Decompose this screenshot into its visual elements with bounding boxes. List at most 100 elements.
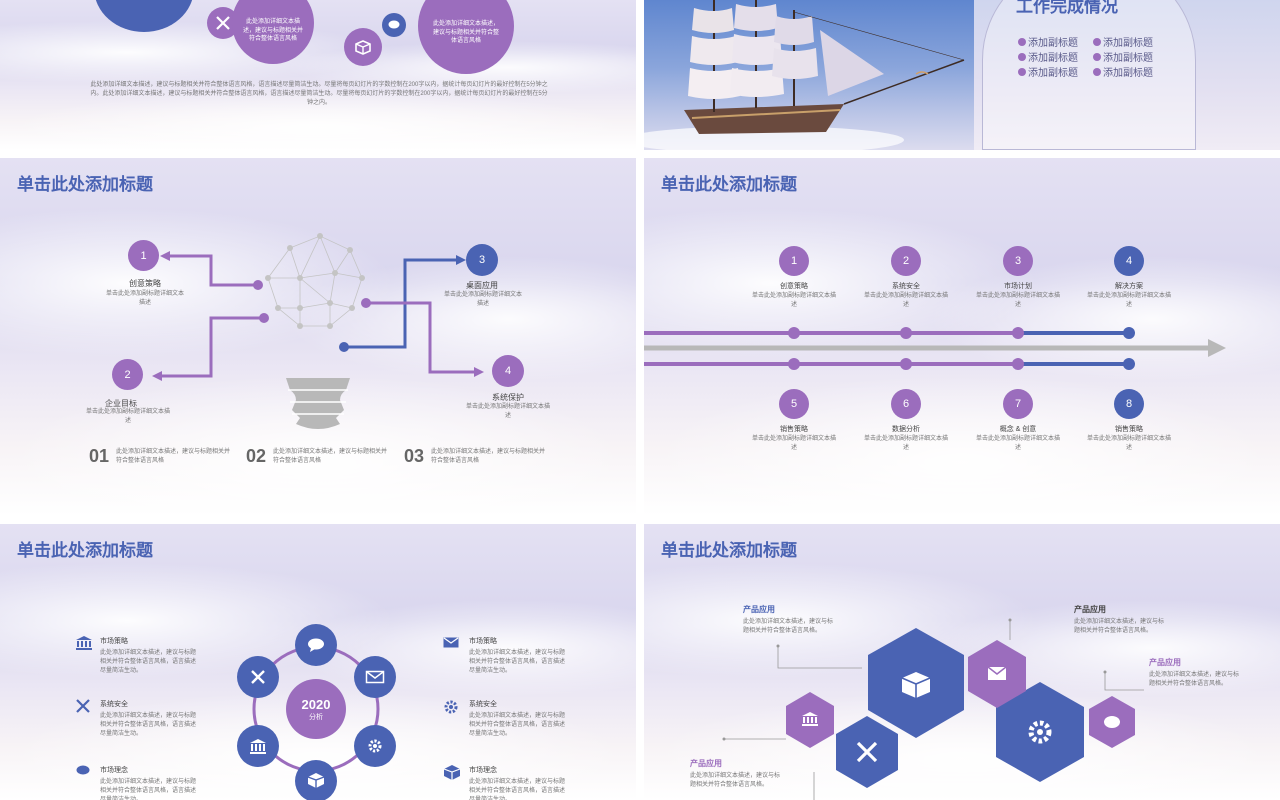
footer-item-1: 01 此处添加详细文本描述，建议与标题相关并符合整体语言风格 [89,446,239,467]
node-1-desc: 单击此处添加副标题详细文本描述 [105,291,184,306]
bank-icon [76,636,92,650]
callout-label: 产品应用 [690,759,722,768]
step-2: 2 [891,246,921,276]
arrow-icon [1093,38,1101,46]
subtitle-item-2: 添加副标题 [1093,34,1153,49]
slide-thumbnail-4[interactable]: 单击此处添加标题 1 创意策略 单击此处添加副标题详细文本描述 2 系统安全 单… [644,158,1280,516]
bank-icon [802,712,818,726]
node-4: 4 [492,355,524,387]
box-icon-node [295,760,337,800]
left-item-text: 此处添加详细文本描述，建议与标题相关并符合整体语言风格，语言描述尽量简洁生动。 [100,779,197,800]
box-icon-bubble [344,28,382,66]
slide-title: 单击此处添加标题 [661,541,797,560]
step-5-label: 销售策略 [780,426,808,433]
info-bubble-left: 此处添加详细文本描述，建议与标题相关并符合整体语言风格 [232,0,314,64]
slide1-paragraph: 此处添加详细文本描述，建议与标题相关并符合整体语言风格，语言描述尽量简洁生动。尽… [90,82,548,106]
center-sub: 分析 [309,713,323,721]
subtitle-item-5: 添加副标题 [1018,64,1078,79]
callout-label: 产品应用 [1074,605,1106,614]
box-icon [443,765,461,780]
callout-text: 此处添加详细文本描述，建议与标题相关并符合整体语言风格。 [1149,672,1240,687]
step-1-label: 创意策略 [780,283,808,290]
node-4-desc: 单击此处添加副标题详细文本描述 [466,404,551,419]
step-4: 4 [1114,246,1144,276]
left-item-label: 系统安全 [100,701,128,708]
chat-icon-bubble [382,13,406,37]
footer-text: 此处添加详细文本描述，建议与标题相关并符合整体语言风格 [116,448,231,464]
step-8-label: 销售策略 [1115,426,1143,433]
tools-icon-node [237,656,279,698]
tools-icon [251,670,265,684]
mail-icon [987,666,1007,680]
node-2: 2 [112,359,143,390]
timeline [644,327,1226,370]
right-item-label: 市场理念 [469,767,497,774]
footer-item-2: 02 此处添加详细文本描述，建议与标题相关并符合整体语言风格 [246,446,396,467]
slide-thumbnail-5[interactable]: 单击此处添加标题 2020 分析 市场策略 此处添加详 [0,524,636,800]
bank-icon [250,739,266,754]
node-1-label: 创意策略 [129,279,161,288]
bank-icon-node [237,725,279,767]
step-5-desc: 单击此处添加副标题详细文本描述 [752,436,837,451]
node-3-label: 桌面应用 [466,281,498,290]
chat-icon [1104,716,1120,728]
step-1-desc: 单击此处添加副标题详细文本描述 [752,293,837,308]
gear-icon [444,700,458,714]
subtitle-item-6: 添加副标题 [1093,64,1153,79]
step-6: 6 [891,389,921,419]
gear-icon [1028,720,1052,744]
step-4-label: 解决方案 [1115,283,1143,290]
callout-label: 产品应用 [743,605,775,614]
node-3-desc: 单击此处添加副标题详细文本描述 [443,292,522,307]
lightbulb-network-icon [265,233,365,429]
left-item-label: 市场理念 [100,767,128,774]
tools-icon [76,699,90,713]
left-item-text: 此处添加详细文本描述，建议与标题相关并符合整体语言风格，语言描述尽量简洁生动。 [100,713,197,737]
mail-icon-node [354,656,396,698]
footer-num: 01 [89,446,110,466]
step-8: 8 [1114,389,1144,419]
chat-icon [76,765,90,775]
gear-icon-node [354,725,396,767]
arrow-icon [1018,53,1026,61]
subtitle-item-4: 添加副标题 [1093,49,1153,64]
step-7-label: 概念 & 创意 [999,426,1037,433]
slide-thumbnail-2[interactable]: 工作完成情况 添加副标题 添加副标题 添加副标题 添加副标题 添加副标题 添加副… [644,0,1280,150]
step-4-desc: 单击此处添加副标题详细文本描述 [1087,293,1172,308]
step-6-label: 数据分析 [892,426,920,433]
mail-icon [443,637,459,648]
footer-text: 此处添加详细文本描述，建议与标题相关并符合整体语言风格 [431,448,546,464]
slide-thumbnail-6[interactable]: 单击此处添加标题 [644,524,1280,800]
sailing-ship-image [644,0,974,150]
info-bubble-right: 此处添加详细文本描述，建议与标题相关并符合整体语言风格 [418,0,514,74]
chat-icon-node [295,624,337,666]
step-3-desc: 单击此处添加副标题详细文本描述 [976,293,1061,308]
step-8-desc: 单击此处添加副标题详细文本描述 [1087,436,1172,451]
right-item-text: 此处添加详细文本描述，建议与标题相关并符合整体语言风格，语言描述尽量简洁生动。 [469,779,566,800]
left-item-text: 此处添加详细文本描述，建议与标题相关并符合整体语言风格，语言描述尽量简洁生动。 [100,650,197,674]
slide-thumbnail-3[interactable]: 单击此处添加标题 [0,158,636,516]
subtitle-item-3: 添加副标题 [1018,49,1078,64]
slide-thumbnail-1[interactable]: 此处添加详细文本描述，建议与标题相关并符合整体语言风格 此处添加详细文本描述，建… [0,0,636,150]
arrow-icon [1018,68,1026,76]
tools-icon [216,16,230,30]
box-icon [307,773,325,788]
step-6-desc: 单击此处添加副标题详细文本描述 [864,436,949,451]
blue-bubble [94,0,194,32]
right-item-label: 市场策略 [469,638,497,645]
step-2-desc: 单击此处添加副标题详细文本描述 [864,293,949,308]
footer-num: 03 [404,446,425,466]
callout-text: 此处添加详细文本描述，建议与标题相关并符合整体语言风格。 [1074,619,1165,634]
step-2-label: 系统安全 [892,283,920,290]
slide-title: 单击此处添加标题 [17,175,153,194]
hex-bank [786,692,834,748]
arrow-icon [1093,53,1101,61]
step-3: 3 [1003,246,1033,276]
connector-lines [152,233,484,429]
right-item-text: 此处添加详细文本描述，建议与标题相关并符合整体语言风格，语言描述尽量简洁生动。 [469,713,566,737]
callout-1: 产品应用 此处添加详细文本描述，建议与标题相关并符合整体语言风格。 [743,604,833,636]
node-1: 1 [128,240,159,271]
mail-icon [365,670,385,684]
tools-icon [856,741,878,763]
